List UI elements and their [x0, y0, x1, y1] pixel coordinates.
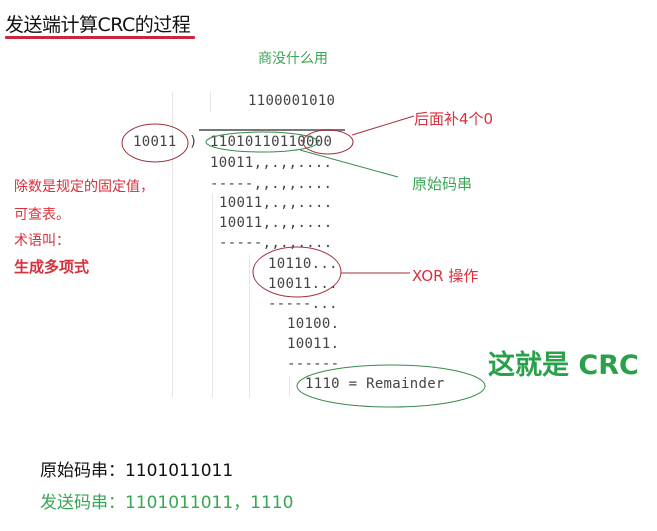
guide-line — [212, 193, 213, 398]
quotient-note: 商没什么用 — [258, 51, 328, 67]
padding-ellipse — [302, 129, 354, 155]
quotient: 1100001010 — [248, 93, 336, 109]
divisor: 10011 — [133, 134, 177, 150]
generator-polynomial-note: 生成多项式 — [14, 258, 90, 276]
division-step: -----,,.,,.... — [210, 176, 333, 192]
original-string-label: 原始码串： — [40, 461, 125, 481]
sent-string-value: 1101011011，1110 — [125, 493, 294, 513]
divisor-ellipse — [121, 123, 189, 163]
division-step: 10011,.,,.... — [219, 195, 333, 211]
division-step: 10011,.,,.... — [219, 215, 333, 231]
division-step: 10100. — [287, 316, 340, 332]
division-step: 10110... — [268, 256, 338, 272]
dividend: 11010110110000 — [210, 134, 333, 150]
original-connector — [299, 149, 399, 178]
title-underline — [5, 36, 195, 39]
guide-line — [249, 255, 250, 398]
divisor-note: 可查表。 — [14, 207, 70, 223]
page-title: 发送端计算CRC的过程 — [5, 14, 191, 36]
guide-line — [172, 92, 173, 397]
division-paren: ) — [189, 134, 198, 150]
xor-ellipse — [252, 246, 342, 298]
division-step: ------ — [287, 356, 340, 372]
sent-string-label: 发送码串： — [40, 493, 125, 513]
divisor-note: 除数是规定的固定值， — [14, 179, 154, 195]
padding-connector — [351, 115, 415, 136]
padding-note: 后面补4个0 — [414, 110, 494, 128]
guide-line — [210, 92, 211, 112]
remainder-ellipse — [296, 364, 486, 408]
remainder: 1110 = Remainder — [305, 376, 445, 392]
original-string-value: 1101011011 — [125, 461, 234, 481]
original-string-note: 原始码串 — [412, 175, 473, 193]
division-bar — [199, 129, 345, 131]
division-step: -----... — [268, 296, 338, 312]
division-step: 10011,,.,,.... — [210, 155, 333, 171]
crc-label: 这就是 CRC — [488, 350, 639, 381]
division-step: 10011... — [268, 276, 338, 292]
original-string-ellipse — [205, 131, 319, 153]
division-step: 10011. — [287, 336, 340, 352]
sent-string-summary: 发送码串：1101011011，1110 — [40, 488, 293, 513]
original-string-summary: 原始码串：1101011011 — [40, 456, 233, 481]
divisor-note: 术语叫： — [14, 233, 70, 249]
xor-note: XOR 操作 — [412, 267, 479, 285]
guide-line — [289, 376, 290, 396]
